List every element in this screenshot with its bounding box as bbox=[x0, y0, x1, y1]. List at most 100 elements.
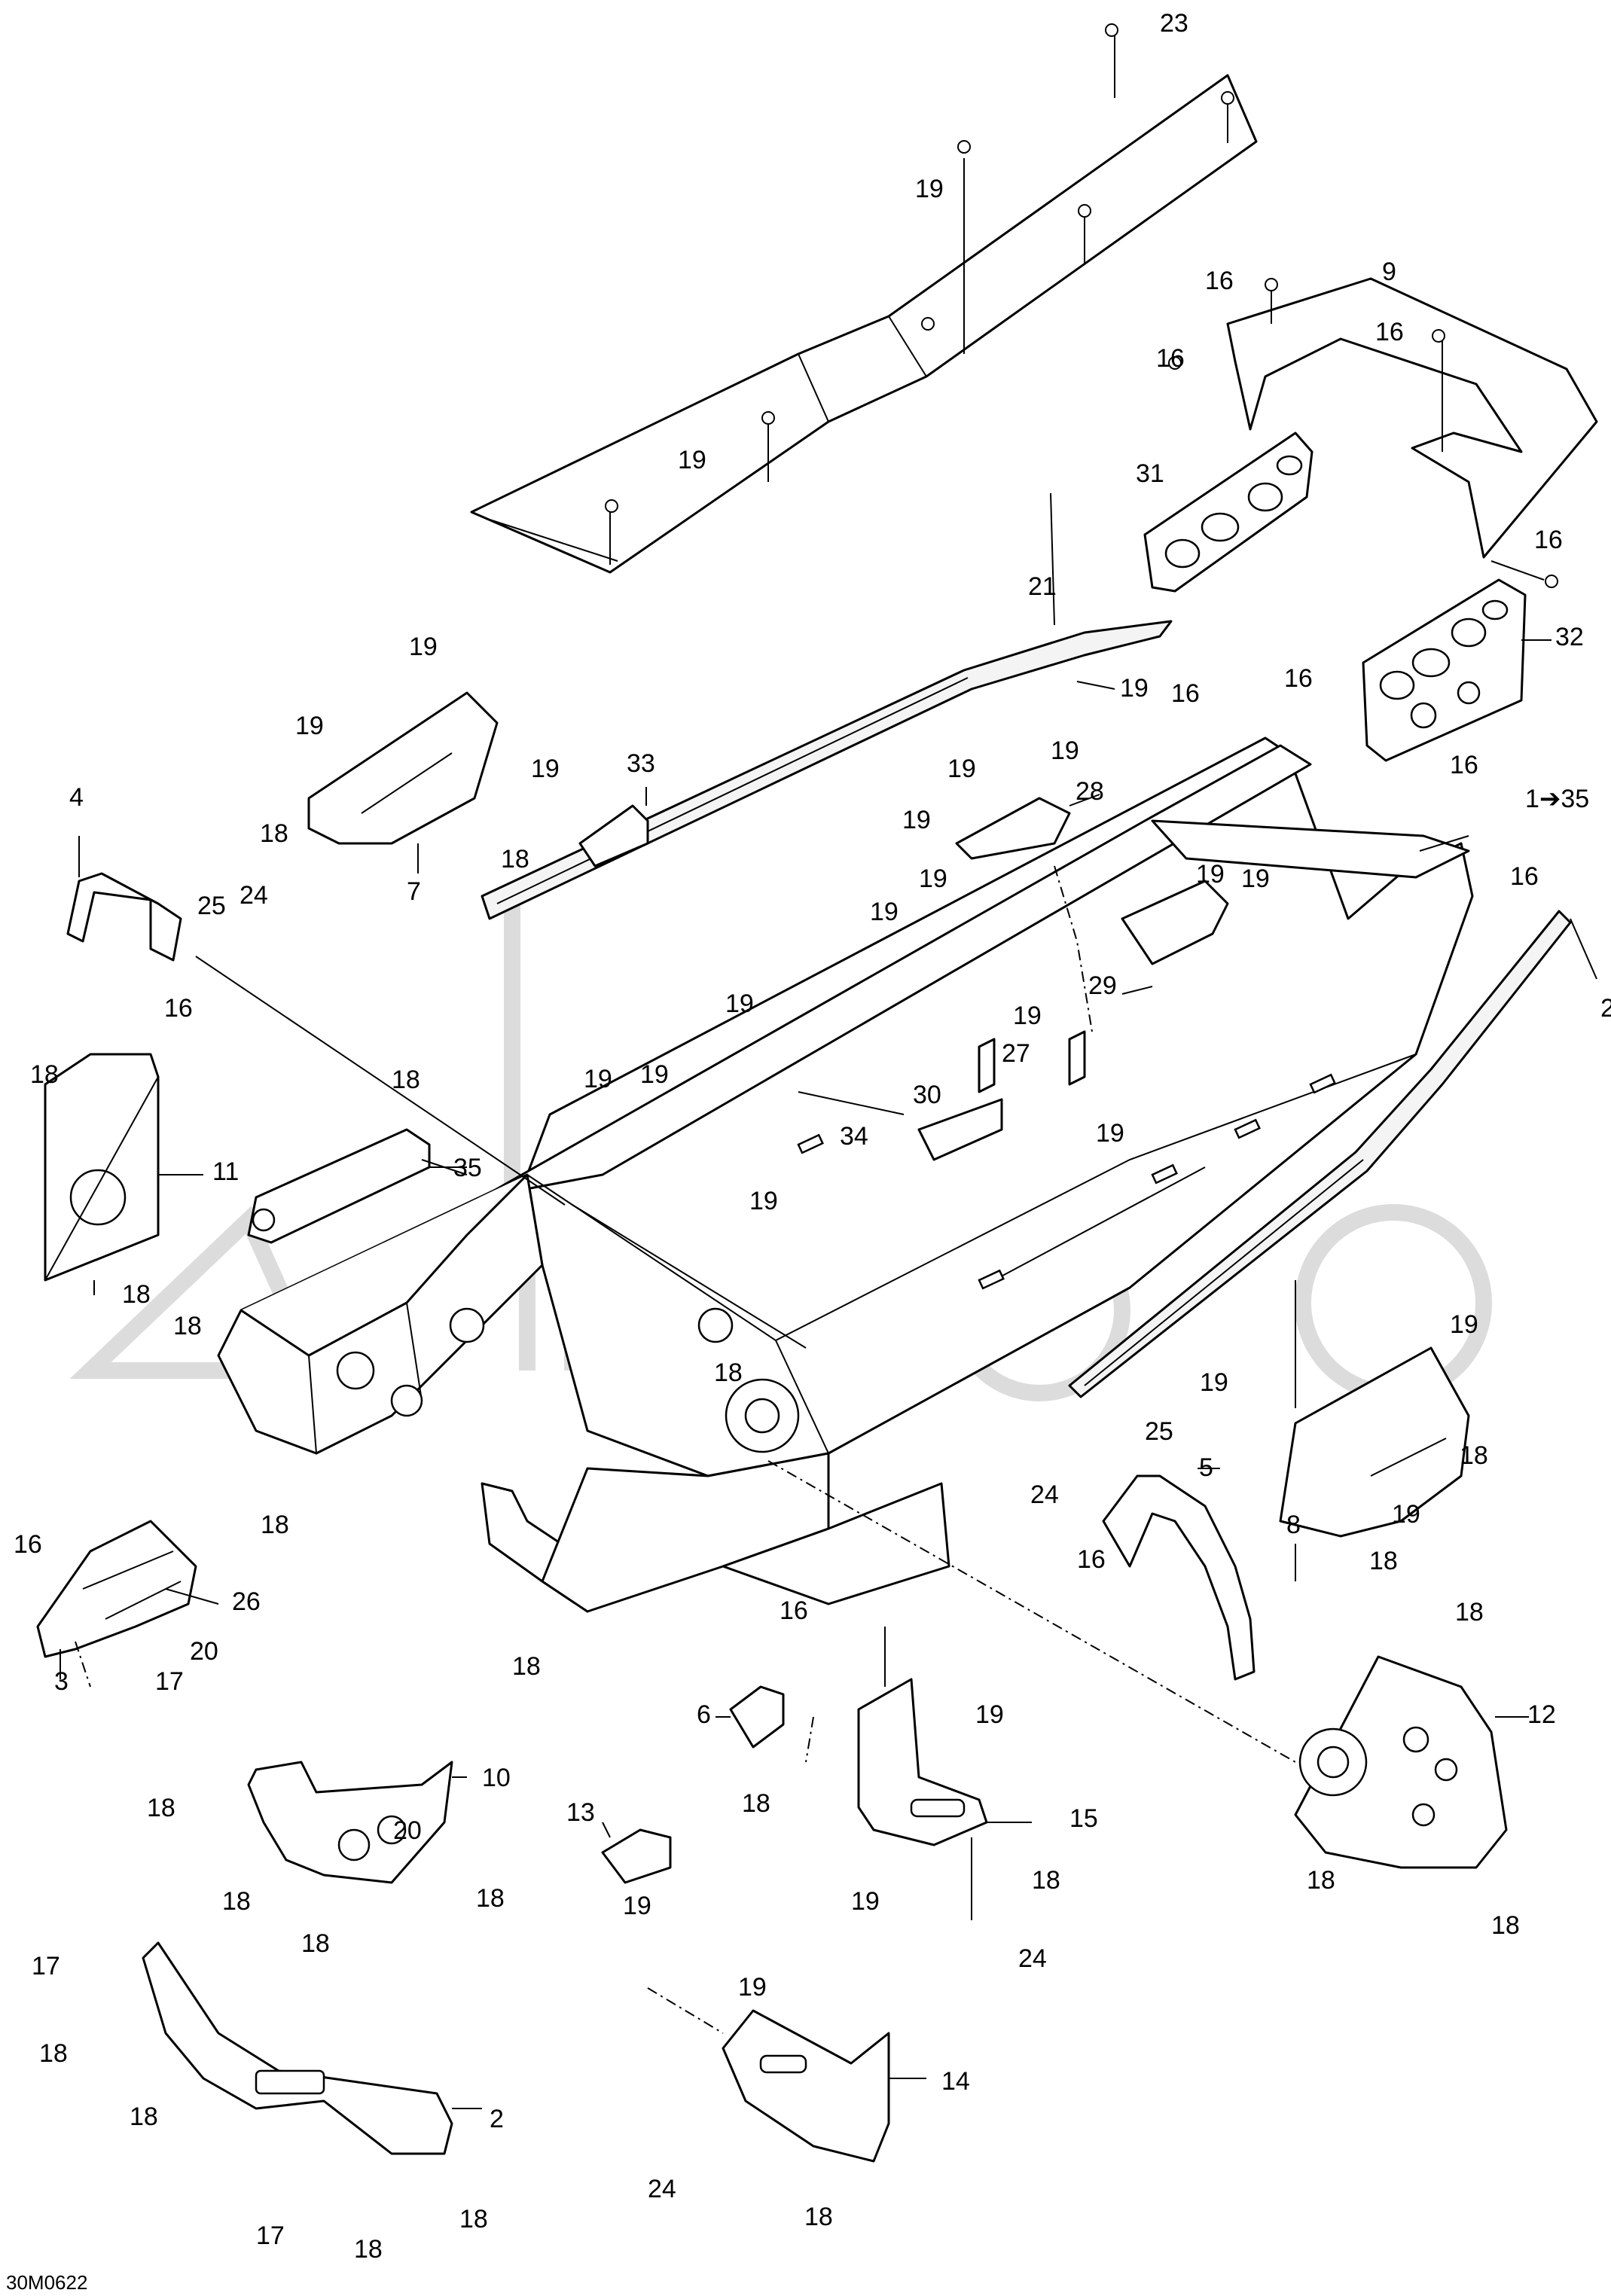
callout-1-35: 1➔35 bbox=[1525, 785, 1589, 813]
callout-19: 19 bbox=[1051, 736, 1079, 765]
callout-31: 31 bbox=[1136, 459, 1164, 488]
callout-20: 20 bbox=[190, 1637, 218, 1666]
figure-code: 30M0622 bbox=[6, 2271, 87, 2294]
callout-19: 19 bbox=[975, 1700, 1004, 1729]
callout-18: 18 bbox=[301, 1929, 330, 1958]
callout-26: 26 bbox=[232, 1587, 261, 1616]
callout-2: 2 bbox=[490, 2105, 504, 2133]
callout-17: 17 bbox=[32, 1952, 60, 1980]
callout-18: 18 bbox=[147, 1794, 175, 1822]
callout-19: 19 bbox=[1120, 674, 1149, 703]
callout-19: 19 bbox=[1013, 1002, 1042, 1030]
callout-19: 19 bbox=[915, 175, 944, 203]
callout-30: 30 bbox=[913, 1081, 941, 1109]
part-4-handle bbox=[66, 836, 566, 1206]
callout-5: 5 bbox=[1199, 1453, 1213, 1482]
callout-18: 18 bbox=[30, 1060, 59, 1089]
part-11-bracket bbox=[44, 1053, 203, 1295]
part-35-strip bbox=[247, 1128, 468, 1244]
part-2-bracket bbox=[142, 1941, 482, 2155]
part-6-bracket bbox=[715, 1685, 814, 1763]
callout-18: 18 bbox=[39, 2039, 68, 2068]
callout-4: 4 bbox=[69, 783, 84, 812]
callout-19: 19 bbox=[725, 989, 754, 1018]
part-33-bracket bbox=[578, 787, 649, 867]
callout-20: 20 bbox=[393, 1816, 422, 1845]
callout-18: 18 bbox=[1455, 1598, 1484, 1627]
callout-16: 16 bbox=[1534, 526, 1563, 554]
callout-19: 19 bbox=[1200, 1368, 1228, 1397]
callout-22: 22 bbox=[1600, 994, 1611, 1023]
callout-12: 12 bbox=[1527, 1700, 1556, 1729]
callout-14: 14 bbox=[941, 2067, 970, 2096]
callout-19: 19 bbox=[749, 1187, 778, 1215]
parts-28-29-27-30-34 bbox=[798, 794, 1229, 1161]
callout-7: 7 bbox=[407, 877, 421, 906]
part-31-bracket bbox=[1143, 431, 1314, 593]
callout-19: 19 bbox=[1196, 860, 1225, 889]
callout-18: 18 bbox=[714, 1358, 743, 1387]
callout-labels: 23 19 19 9 16 16 16 31 16 32 21 19 16 16… bbox=[14, 9, 1611, 2264]
callout-19: 19 bbox=[678, 446, 706, 474]
callout-11: 11 bbox=[212, 1157, 239, 1186]
callout-18: 18 bbox=[354, 2235, 383, 2264]
callout-24: 24 bbox=[1018, 1944, 1047, 1973]
callout-16: 16 bbox=[1171, 679, 1200, 708]
callout-18: 18 bbox=[173, 1312, 202, 1340]
callout-18: 18 bbox=[122, 1280, 151, 1309]
callout-17: 17 bbox=[155, 1667, 184, 1696]
callout-18: 18 bbox=[222, 1887, 251, 1916]
callout-16: 16 bbox=[164, 994, 193, 1023]
callout-19: 19 bbox=[870, 898, 899, 926]
callout-16: 16 bbox=[1450, 751, 1478, 779]
callout-18: 18 bbox=[1307, 1866, 1335, 1895]
callout-19: 19 bbox=[409, 633, 438, 661]
part-23-top-panel bbox=[470, 23, 1258, 574]
callout-19: 19 bbox=[640, 1060, 669, 1089]
callout-16: 16 bbox=[1510, 862, 1539, 891]
callout-18: 18 bbox=[1032, 1866, 1060, 1895]
callout-32: 32 bbox=[1555, 623, 1584, 651]
callout-16: 16 bbox=[1077, 1545, 1106, 1574]
callout-18: 18 bbox=[261, 1511, 289, 1539]
callout-16: 16 bbox=[14, 1530, 42, 1559]
callout-19: 19 bbox=[584, 1065, 612, 1093]
callout-19: 19 bbox=[902, 806, 931, 834]
part-21-rail bbox=[481, 492, 1173, 920]
part-26-assembly bbox=[36, 1520, 219, 1688]
callout-3: 3 bbox=[54, 1667, 69, 1696]
callout-18: 18 bbox=[459, 2205, 488, 2233]
callout-34: 34 bbox=[840, 1122, 868, 1151]
callout-18: 18 bbox=[1491, 1911, 1520, 1940]
callout-18: 18 bbox=[742, 1789, 770, 1818]
callout-16: 16 bbox=[1375, 318, 1404, 346]
part-12-bracket bbox=[767, 1460, 1529, 1869]
callout-19: 19 bbox=[851, 1887, 880, 1916]
part-7-bracket bbox=[307, 691, 499, 874]
callout-24: 24 bbox=[1030, 1480, 1059, 1509]
callout-9: 9 bbox=[1382, 258, 1396, 286]
part-9-bracket bbox=[1168, 277, 1598, 588]
callout-19: 19 bbox=[947, 755, 976, 783]
callout-19: 19 bbox=[738, 1973, 767, 2002]
callout-18: 18 bbox=[1460, 1441, 1488, 1470]
callout-19: 19 bbox=[1450, 1310, 1478, 1339]
callout-18: 18 bbox=[130, 2102, 158, 2131]
callout-16: 16 bbox=[1205, 267, 1234, 295]
part-8-bracket bbox=[1279, 1280, 1470, 1581]
callout-13: 13 bbox=[566, 1798, 595, 1827]
callout-35: 35 bbox=[453, 1154, 482, 1182]
callout-25: 25 bbox=[197, 892, 226, 920]
callout-28: 28 bbox=[1076, 777, 1104, 806]
callout-23: 23 bbox=[1160, 9, 1188, 38]
callout-18: 18 bbox=[501, 845, 529, 874]
callout-33: 33 bbox=[627, 749, 655, 778]
part-13-bracket bbox=[601, 1822, 672, 1884]
callout-18: 18 bbox=[512, 1652, 541, 1681]
callout-6: 6 bbox=[697, 1700, 711, 1729]
callout-19: 19 bbox=[623, 1892, 651, 1920]
callout-25: 25 bbox=[1145, 1417, 1173, 1446]
callout-29: 29 bbox=[1088, 971, 1117, 1000]
callout-16: 16 bbox=[1156, 344, 1185, 373]
